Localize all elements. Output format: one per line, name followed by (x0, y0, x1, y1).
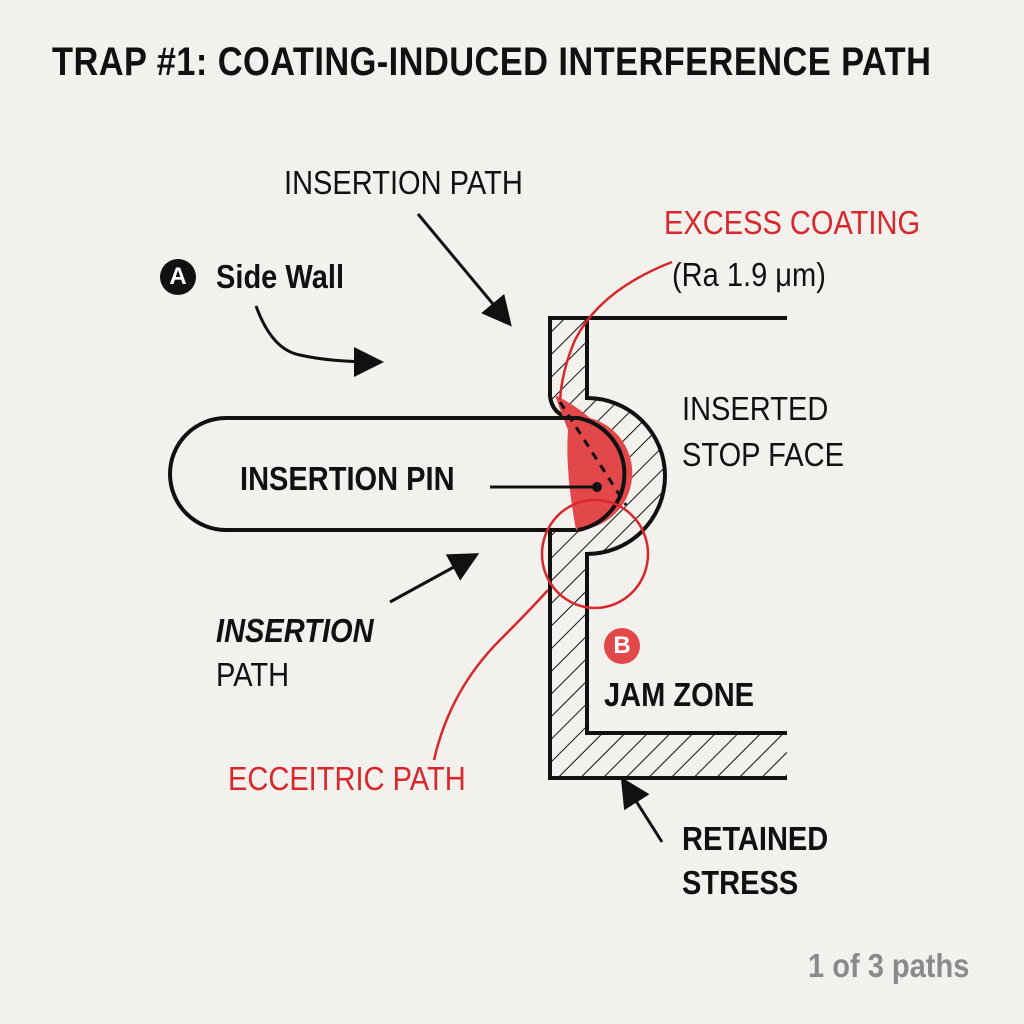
jam-zone-circle (540, 498, 650, 610)
eccentric-path-line (432, 589, 549, 761)
side-wall-badge: A (160, 259, 196, 295)
page-title: TRAP #1: COATING-INDUCED INTERFERENCE PA… (52, 40, 932, 84)
inserted-stop-face-label-1: INSERTED (682, 390, 829, 427)
roughness-label: (Ra 1.9 μm) (672, 256, 826, 293)
eccentric-path-label: ECCEITRIC PATH (228, 760, 466, 797)
insertion-path-left-label-2: PATH (216, 656, 290, 693)
insertion-pin-label: INSERTION PIN (240, 460, 455, 497)
side-wall-arrow (254, 305, 384, 377)
jam-zone-label: JAM ZONE (604, 676, 755, 713)
retained-stress-arrow (620, 776, 664, 843)
inserted-stop-face-label-2: STOP FACE (682, 436, 844, 473)
insertion-path-left-label-1: INSERTION (216, 612, 374, 649)
retained-stress-label-2: STRESS (682, 864, 799, 901)
pocket-arc (560, 416, 627, 532)
jam-zone-badge: B (604, 628, 640, 664)
pin-center-dot (592, 482, 602, 492)
retained-stress-label-1: RETAINED (682, 820, 829, 857)
side-wall-label: Side Wall (216, 258, 345, 295)
dashed-offset-line (558, 401, 628, 506)
excess-coating-fill (555, 395, 633, 530)
insertion-path-arrow-top (416, 213, 512, 327)
excess-coating-label: EXCESS COATING (664, 204, 921, 241)
page-indicator: 1 of 3 paths (808, 947, 970, 984)
excess-coating-leader (558, 260, 673, 401)
insertion-path-arrow-left (389, 553, 480, 604)
insertion-pin (168, 416, 578, 532)
insertion-path-top-label: INSERTION PATH (284, 164, 523, 201)
